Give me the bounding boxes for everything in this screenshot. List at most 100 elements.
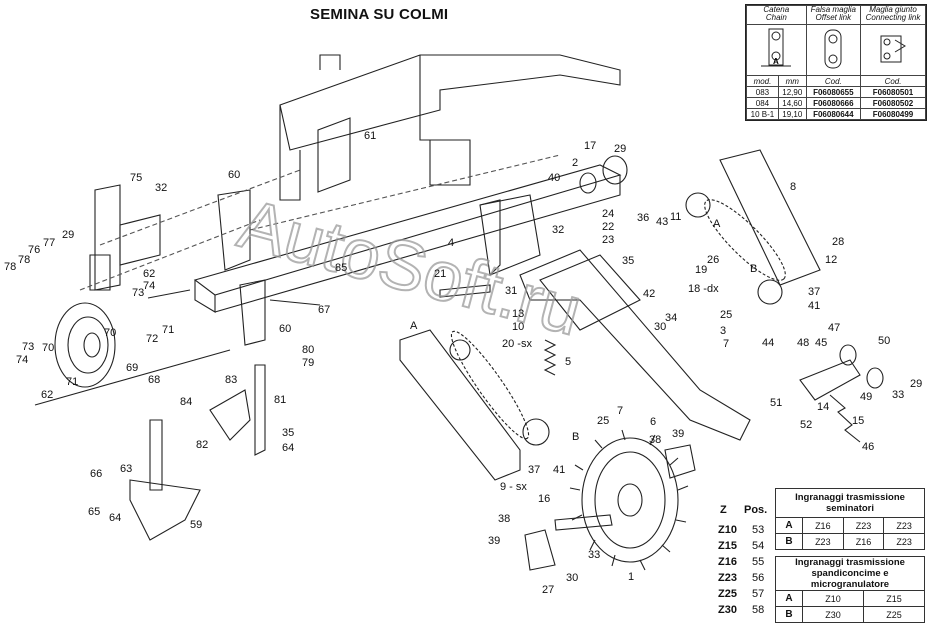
hub-38-left <box>524 529 556 571</box>
callout-24: 24 <box>602 208 614 220</box>
callout-70b: 70 <box>42 342 54 354</box>
spring-arm <box>89 254 111 291</box>
frame-post <box>419 55 440 141</box>
arm-6 <box>519 249 751 441</box>
sprocket-A-left <box>449 339 471 361</box>
sprocket-A-right <box>685 192 711 218</box>
callout-48: 48 <box>797 337 809 349</box>
callout-9-sx: 9 - sx <box>500 481 527 493</box>
callout-47: 47 <box>828 322 840 334</box>
frame-clamp <box>429 139 471 186</box>
callout-80: 80 <box>302 344 314 356</box>
callout-8: 8 <box>790 181 796 193</box>
callout-49: 49 <box>860 391 872 403</box>
connecting-link-code: F06080501 <box>860 86 926 98</box>
callout-11: 11 <box>670 211 681 223</box>
callout-73b: 73 <box>22 341 34 353</box>
callout-13: 13 <box>512 308 524 320</box>
pos-value: 56 <box>752 572 765 584</box>
gear-17 <box>602 155 628 185</box>
callout-27: 27 <box>542 584 554 596</box>
chain-table: Catena Chain Falsa maglia Offset link Ma… <box>745 4 927 121</box>
z-header: Z <box>720 504 727 516</box>
sprocket-B-right <box>757 279 783 305</box>
chain-mod: 083 <box>746 86 779 98</box>
chain-mm: 12,90 <box>777 86 807 98</box>
chain-row: 083 12,90 F06080655 F06080501 <box>746 86 926 98</box>
callout-38b: 38 <box>498 513 510 525</box>
seeder-gear-table: Ingranaggi trasmissione seminatori A Z16… <box>775 488 925 550</box>
leader-lines <box>79 154 561 291</box>
callout-39a: 39 <box>672 428 684 440</box>
callout-17: 17 <box>584 140 596 152</box>
offset-link-col-header: Falsa maglia Offset link <box>805 5 862 25</box>
callout-60a: 60 <box>228 169 240 181</box>
cod-col-header-2: Cod. <box>860 75 926 87</box>
callout-26: 26 <box>707 254 719 266</box>
disk-69-center <box>83 332 101 358</box>
callout-4: 4 <box>448 237 454 249</box>
callout-37a: 37 <box>528 464 540 476</box>
callout-30a: 30 <box>654 321 666 333</box>
z-value: Z25 <box>718 588 737 600</box>
callout-70a: 70 <box>104 327 116 339</box>
gear-key: A <box>775 590 803 607</box>
line-art <box>34 54 884 571</box>
pos-value: 55 <box>752 556 765 568</box>
callout-19: 19 <box>695 264 707 276</box>
gear-row: B Z30 Z25 <box>775 606 926 623</box>
callout-41b: 41 <box>553 464 565 476</box>
callout-82: 82 <box>196 439 208 451</box>
gear-value: Z16 <box>842 533 885 550</box>
callout-69: 69 <box>126 362 138 374</box>
gear-2 <box>579 172 597 194</box>
chain-mm: 19,10 <box>777 108 807 120</box>
gear-value: Z23 <box>802 533 844 550</box>
bolt-62 <box>147 289 191 299</box>
chain-col-header: Catena Chain <box>746 5 807 25</box>
disk-69-hub <box>67 316 109 374</box>
wheel-1-rim <box>594 451 666 549</box>
cod-col-header-1: Cod. <box>805 75 862 87</box>
callout-84: 84 <box>180 396 192 408</box>
callout-73a: 73 <box>132 287 144 299</box>
callout-2: 2 <box>572 157 578 169</box>
callout-28: 28 <box>832 236 844 248</box>
callout-76: 76 <box>28 244 40 256</box>
callout-18-dx: 18 -dx <box>688 283 719 295</box>
chain-upper <box>704 199 786 281</box>
gear-row: B Z23 Z16 Z23 <box>775 533 925 550</box>
wheel-1 <box>581 437 679 563</box>
callout-44: 44 <box>762 337 774 349</box>
callout-5: 5 <box>565 356 571 368</box>
bracket-75 <box>94 184 121 291</box>
callout-61: 61 <box>364 130 376 142</box>
housing-4-side <box>479 199 501 276</box>
callout-38a: 38 <box>649 434 661 446</box>
callout-A-left: A <box>410 320 418 332</box>
gear-value: Z23 <box>883 517 925 534</box>
callout-37b: 37 <box>808 286 820 298</box>
callout-59: 59 <box>190 519 202 531</box>
chain-mod: 10 B-1 <box>746 108 779 120</box>
chain-lower <box>450 330 530 440</box>
callout-46: 46 <box>862 441 874 453</box>
seeder-gear-caption: Ingranaggi trasmissione seminatori <box>775 488 925 518</box>
plate-75 <box>119 214 161 266</box>
opener-59 <box>129 479 201 541</box>
bracket-60-bottom <box>239 279 266 346</box>
gear-row: A Z16 Z23 Z23 <box>775 517 925 534</box>
shank-81 <box>254 364 266 456</box>
gear-value: Z15 <box>862 590 926 607</box>
callout-16: 16 <box>538 493 550 505</box>
housing-4 <box>479 194 541 276</box>
callout-32a: 32 <box>552 224 564 236</box>
callout-75: 75 <box>130 172 142 184</box>
callout-79: 79 <box>302 357 314 369</box>
callout-78a: 78 <box>4 261 16 273</box>
callout-81: 81 <box>274 394 286 406</box>
gear-row: A Z10 Z15 <box>775 590 926 607</box>
chain-row: 084 14,60 F06080666 F06080502 <box>746 97 926 109</box>
